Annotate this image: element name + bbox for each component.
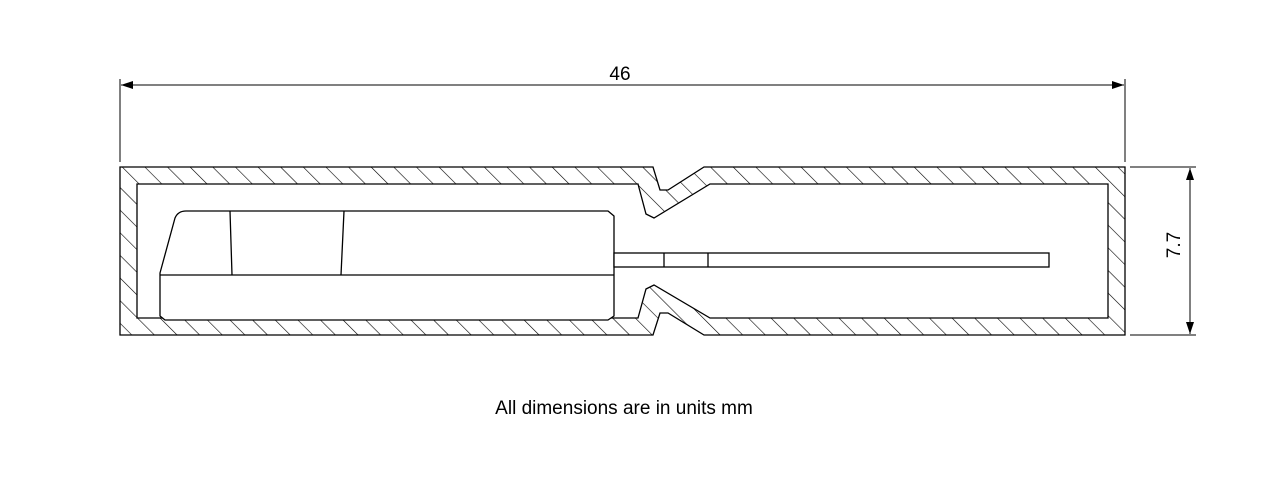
- contact-pin-shaft: [613, 252, 1050, 268]
- units-note: All dimensions are in units mm: [495, 398, 753, 419]
- length-dimension-label: 46: [609, 64, 630, 85]
- contact-body-divider-1: [229, 210, 233, 276]
- contact-body-divider-2: [340, 210, 345, 276]
- height-dimension-label: 7.7: [1164, 232, 1185, 258]
- contact-body: [159, 210, 615, 321]
